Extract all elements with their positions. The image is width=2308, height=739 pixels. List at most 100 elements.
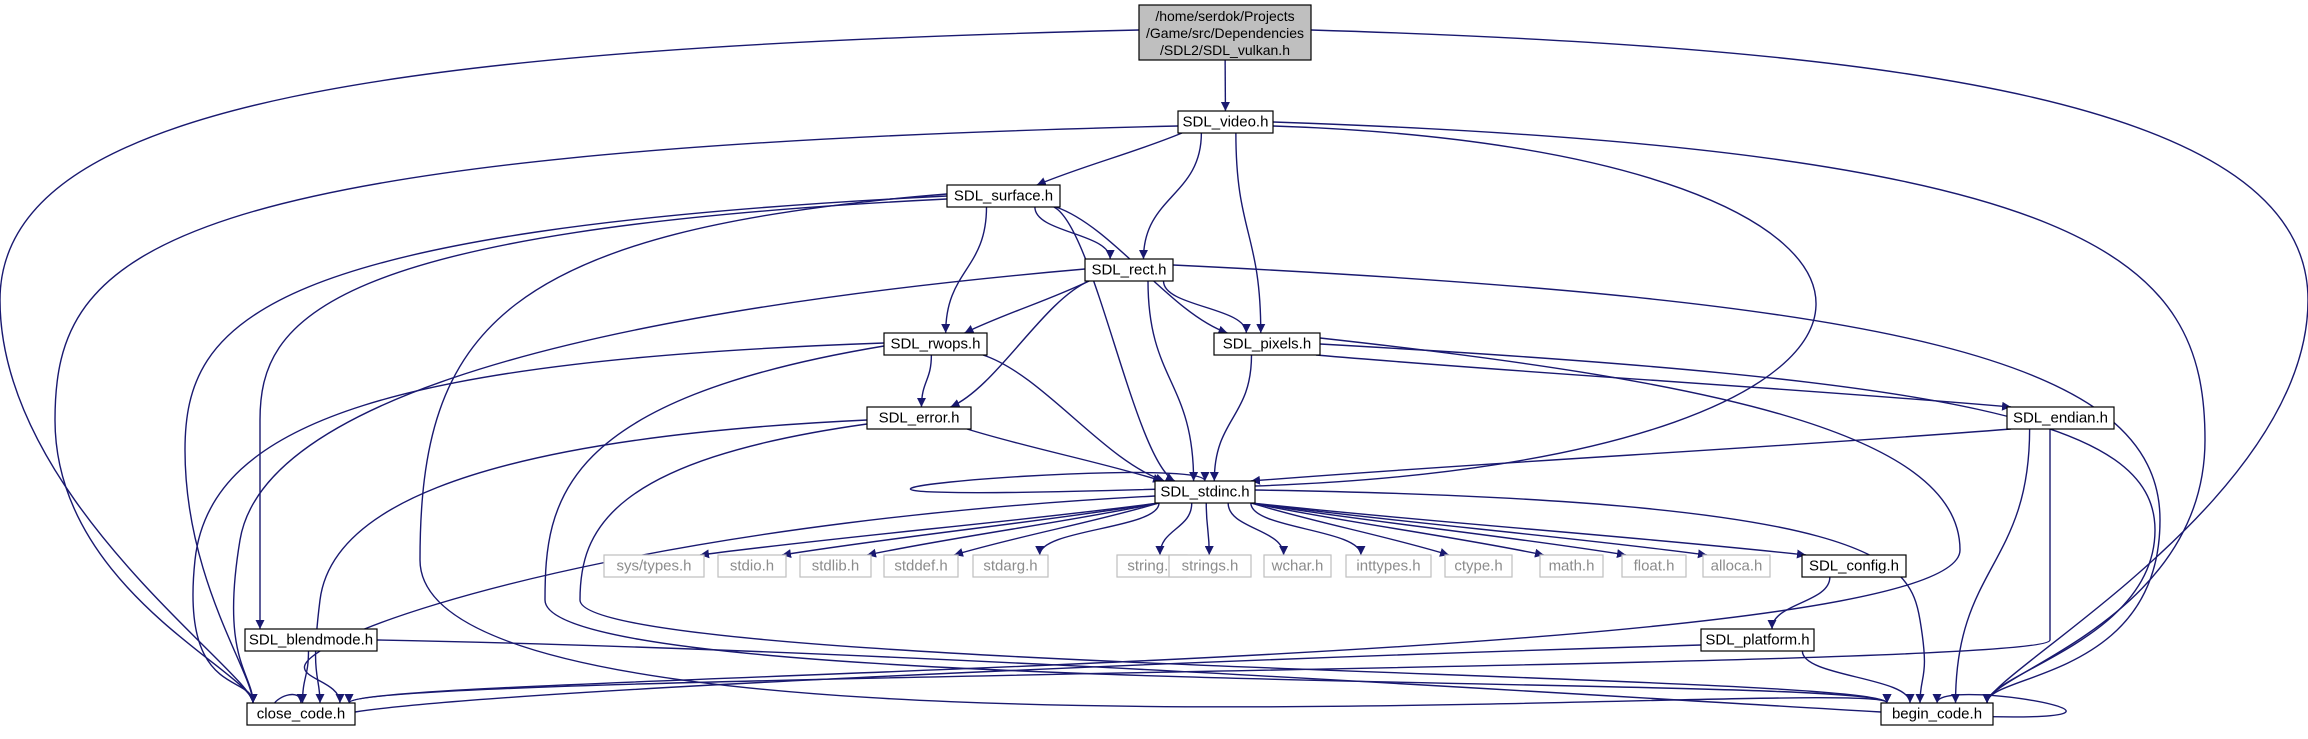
node-label-ctype: ctype.h — [1454, 558, 1502, 575]
edges-layer — [0, 29, 2308, 718]
edge-rwops-to-begin — [544, 345, 1892, 704]
node-box-close — [246, 702, 356, 726]
edge-surface-to-close — [184, 195, 948, 704]
node-label-pixels: SDL_pixels.h — [1223, 336, 1311, 353]
edge-rect-to-error — [950, 280, 1090, 408]
edge-platform-to-begin — [1801, 650, 1915, 704]
edge-stdinc-to-float — [1250, 502, 1627, 559]
node-box-alloca — [1702, 554, 1771, 578]
node-math: math.h — [1539, 554, 1604, 578]
edge-pixels-to-begin — [1319, 343, 2156, 704]
node-label-stdlib: stdlib.h — [812, 558, 860, 575]
edge-surface-to-stdinc — [1053, 206, 1176, 482]
edge-stdinc-to-inttypes — [1250, 502, 1366, 556]
node-label-close: close_code.h — [257, 706, 345, 723]
node-label-rwops: SDL_rwops.h — [890, 336, 980, 353]
node-stdlib: stdlib.h — [799, 554, 872, 578]
edge-surface-to-begin — [419, 193, 1892, 708]
node-box-begin — [1880, 702, 1994, 726]
node-error[interactable]: SDL_error.h — [866, 406, 972, 430]
edge-rect-to-rwops — [964, 280, 1090, 334]
edge-error-to-close — [314, 419, 868, 704]
node-label-string: string.h — [1127, 558, 1176, 575]
node-video[interactable]: SDL_video.h — [1177, 110, 1274, 134]
edge-rect-to-begin — [1172, 264, 2161, 704]
node-box-video — [1177, 110, 1274, 134]
edge-stdinc-to-config — [1250, 502, 1807, 559]
node-label-platform: SDL_platform.h — [1705, 632, 1809, 649]
edge-video-to-stdinc — [909, 125, 1817, 494]
node-label-alloca: alloca.h — [1711, 558, 1763, 575]
edge-video-to-begin — [1272, 121, 2206, 704]
edge-video-to-close — [54, 125, 1179, 704]
node-label-rect: SDL_rect.h — [1091, 262, 1166, 279]
node-systypes: sys/types.h — [603, 554, 705, 578]
node-box-float — [1621, 554, 1687, 578]
edge-video-to-rect — [1138, 132, 1203, 260]
edge-rect-to-stdinc — [1147, 280, 1199, 482]
node-label-root-line-1: /home/serdok/Projects — [1155, 8, 1294, 24]
node-label-video: SDL_video.h — [1183, 114, 1269, 131]
node-platform[interactable]: SDL_platform.h — [1700, 628, 1815, 652]
edge-root-to-begin — [1310, 29, 2308, 704]
node-stdinc[interactable]: SDL_stdinc.h — [1154, 480, 1256, 504]
node-wchar: wchar.h — [1263, 554, 1332, 578]
node-blendmode[interactable]: SDL_blendmode.h — [244, 628, 378, 652]
edge-stdinc-to-systypes — [699, 502, 1160, 559]
node-label-config: SDL_config.h — [1809, 558, 1899, 575]
node-box-blendmode — [244, 628, 378, 652]
node-box-math — [1539, 554, 1604, 578]
edge-endian-to-stdinc — [1250, 428, 2012, 485]
node-surface[interactable]: SDL_surface.h — [946, 184, 1061, 208]
node-stddef: stddef.h — [883, 554, 959, 578]
edge-endian-to-close — [345, 428, 2051, 704]
node-alloca: alloca.h — [1702, 554, 1771, 578]
node-label-wchar: wchar.h — [1271, 558, 1324, 575]
edge-blendmode-to-close — [298, 650, 310, 704]
node-label-stdinc: SDL_stdinc.h — [1160, 484, 1249, 501]
node-label-root-line-3: /SDL2/SDL_vulkan.h — [1160, 42, 1290, 58]
edge-blendmode-to-begin — [376, 639, 2067, 718]
node-root[interactable]: /home/serdok/Projects/Game/src/Dependenc… — [1138, 4, 1312, 61]
edge-config-to-platform — [1767, 576, 1831, 630]
node-begin[interactable]: begin_code.h — [1880, 702, 1994, 726]
node-label-begin: begin_code.h — [1892, 706, 1982, 723]
node-stdarg: stdarg.h — [972, 554, 1049, 578]
edge-stdinc-to-ctype — [1250, 502, 1450, 557]
edge-rect-to-close — [232, 268, 1086, 704]
edge-stdinc-to-wchar — [1227, 502, 1289, 556]
edge-video-to-pixels — [1235, 132, 1266, 334]
edge-rwops-to-error — [916, 354, 933, 408]
node-box-root — [1138, 4, 1312, 61]
node-box-endian — [2006, 406, 2115, 430]
node-close[interactable]: close_code.h — [246, 702, 356, 726]
node-config[interactable]: SDL_config.h — [1801, 554, 1907, 578]
node-label-stdio: stdio.h — [730, 558, 774, 575]
node-box-surface — [946, 184, 1061, 208]
node-rwops[interactable]: SDL_rwops.h — [883, 332, 988, 356]
node-stdio: stdio.h — [717, 554, 787, 578]
edge-stdinc-to-string — [1155, 502, 1193, 556]
node-box-stdlib — [799, 554, 872, 578]
node-inttypes: inttypes.h — [1345, 554, 1432, 578]
node-box-strings — [1168, 554, 1252, 578]
node-box-systypes — [603, 554, 705, 578]
node-endian[interactable]: SDL_endian.h — [2006, 406, 2115, 430]
node-box-wchar — [1263, 554, 1332, 578]
node-box-inttypes — [1345, 554, 1432, 578]
edge-endian-to-begin — [1951, 428, 2031, 704]
node-pixels[interactable]: SDL_pixels.h — [1213, 332, 1321, 356]
node-box-pixels — [1213, 332, 1321, 356]
nodes-layer: /home/serdok/Projects/Game/src/Dependenc… — [244, 4, 2115, 726]
node-box-error — [866, 406, 972, 430]
node-label-inttypes: inttypes.h — [1356, 558, 1420, 575]
edge-error-to-begin — [579, 423, 1892, 704]
node-label-error: SDL_error.h — [879, 410, 960, 427]
node-rect[interactable]: SDL_rect.h — [1084, 258, 1174, 282]
node-label-endian: SDL_endian.h — [2013, 410, 2108, 427]
edge-root-to-close — [0, 29, 1140, 704]
node-ctype: ctype.h — [1444, 554, 1513, 578]
edge-stdinc-to-stddef — [953, 502, 1160, 557]
edge-stdinc-to-close — [303, 495, 1156, 704]
